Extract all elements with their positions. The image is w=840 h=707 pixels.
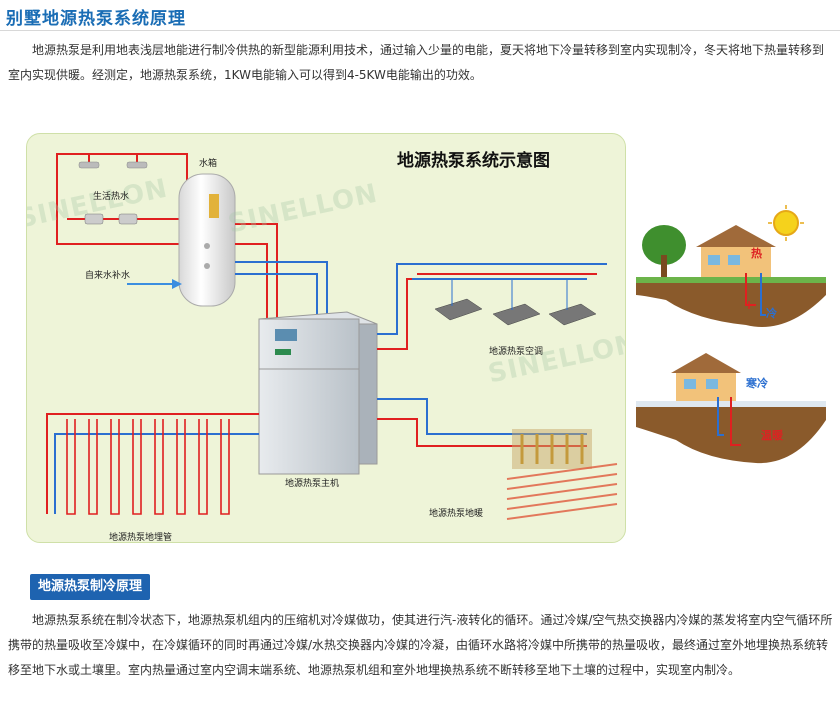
label-floor-heating: 地源热泵地暖 (429, 509, 484, 519)
system-diagram: SINELLON SINELLON SINELLON 地源热泵系统示意图 水箱 … (26, 133, 626, 543)
label-ac: 地源热泵空调 (489, 347, 544, 357)
cool-label: 寒冷 (746, 377, 768, 390)
summer-illustration: + 热 冷 (636, 205, 826, 355)
hot-label: 热 (751, 247, 762, 260)
diagram-drawing (46, 153, 618, 520)
label-tank: 水箱 (199, 159, 218, 169)
diagram-title: 地源热泵系统示意图 (397, 151, 550, 171)
title-divider (0, 30, 840, 31)
label-host: 地源热泵主机 (285, 479, 340, 489)
winter-illustration: 寒冷 温暖 (636, 335, 826, 485)
label-tap-water: 自来水补水 (85, 271, 131, 281)
warm-label: 温暖 (761, 429, 783, 442)
label-ground-pipe: 地源热泵地埋管 (109, 533, 173, 543)
outro-paragraph: 地源热泵系统在制冷状态下，地源热泵机组内的压缩机对冷媒做功，使其进行汽-液转化的… (8, 613, 833, 677)
svg-text:+: + (744, 298, 754, 312)
cold-label: 冷 (766, 307, 777, 320)
label-hot-water: 生活热水 (93, 192, 130, 202)
intro-paragraph: 地源热泵是利用地表浅层地能进行制冷供热的新型能源利用技术，通过输入少量的电能，夏… (8, 43, 825, 82)
section-title: 地源热泵制冷原理 (30, 574, 151, 600)
page-title: 别墅地源热泵系统原理 (4, 4, 194, 30)
